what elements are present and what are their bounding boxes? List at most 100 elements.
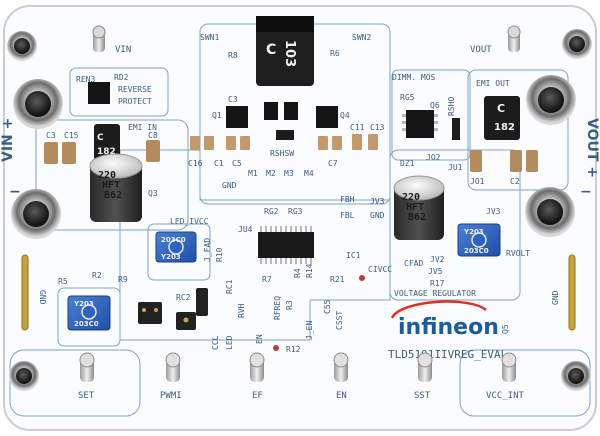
svg-text:Y203: Y203	[73, 300, 94, 308]
silk-rvh: RVH	[237, 303, 246, 318]
outline-reverse	[69, 67, 169, 117]
pin-pwmi[interactable]	[165, 352, 181, 382]
outline-center	[119, 149, 391, 341]
jumper-2[interactable]	[176, 312, 196, 330]
silk-dz1: DZ1	[400, 159, 415, 168]
reverse-mosfet	[88, 82, 110, 104]
silk-gnd-mid: GND	[222, 181, 237, 190]
silk-m3: M3	[284, 169, 294, 178]
pin-en[interactable]	[333, 352, 349, 382]
rail-right	[568, 254, 576, 331]
svg-text:B62: B62	[408, 212, 426, 223]
silk-fbh: FBH	[340, 195, 355, 204]
silk-r7: R7	[262, 275, 272, 284]
silk-rshsw: RSHSW	[270, 149, 294, 158]
emi-in-label: EMI IN	[128, 123, 157, 132]
pin-vout-label: VOUT	[470, 45, 492, 55]
pin-sst[interactable]	[417, 352, 433, 382]
outline-emi-out	[467, 69, 569, 191]
silk-j-d: RC2	[176, 293, 191, 302]
silk-r3: R3	[285, 300, 294, 310]
silk-c11: C11	[350, 123, 365, 132]
silk-rg5: RG5	[400, 93, 415, 102]
silk-c8: Q3	[148, 189, 158, 198]
terminal-vin-plus[interactable]	[13, 79, 63, 129]
pin-vcc-int[interactable]	[501, 352, 517, 382]
pin-en-label: EN	[336, 391, 347, 401]
rsho-resistor	[452, 118, 460, 140]
emi-in-inductor: C 182	[94, 124, 120, 160]
rail-left	[21, 254, 29, 331]
pin-vin[interactable]	[92, 25, 106, 52]
pin-ef-label: EF	[252, 391, 263, 401]
silk-rg2: RG2	[264, 207, 279, 216]
silk-ju1: JU1	[448, 163, 463, 172]
pin-set[interactable]	[79, 352, 95, 382]
pin-vout[interactable]	[507, 25, 521, 52]
silk-r21: CIVCC	[368, 265, 392, 274]
svg-text:HFT: HFT	[102, 180, 120, 191]
silk-fbl: FBL	[340, 211, 355, 220]
silk-jv2: CFAD	[404, 259, 423, 268]
silk-r5: R5	[58, 277, 68, 286]
trimpot-set[interactable]: Y203 203C0	[67, 295, 111, 331]
silk-m1: M1	[248, 169, 258, 178]
silk-m4: M4	[304, 169, 314, 178]
svg-text:203C0: 203C0	[464, 247, 489, 255]
silk-rfreq: RFREQ	[273, 296, 282, 320]
silk-rg3: RG3	[288, 207, 303, 216]
silk-q6: Q6	[430, 101, 440, 110]
q4-mosfet	[316, 106, 338, 128]
jumper-1[interactable]	[138, 302, 162, 324]
silk-rsho: RSHO	[447, 97, 456, 116]
silk-led: EN	[255, 334, 264, 344]
q1-mosfet	[226, 106, 248, 128]
dimm-mosfet	[402, 110, 438, 138]
outline-vreg	[389, 149, 521, 301]
cap-right: 220 HFT B62	[393, 175, 445, 240]
svg-text:infineon: infineon	[398, 315, 499, 340]
mount-hole-top-left	[7, 31, 37, 61]
trimpot-vreg[interactable]: Y203 203C0	[457, 223, 501, 257]
silk-r8: R8	[228, 51, 238, 60]
svg-text:C: C	[497, 102, 505, 115]
mount-hole-top-right	[562, 29, 592, 59]
pin-ef[interactable]	[249, 352, 265, 382]
silk-gnd-fb: GND	[370, 211, 385, 220]
jumper-3[interactable]	[196, 288, 208, 316]
outline-trim-mid	[147, 223, 211, 281]
terminal-vin-minus[interactable]	[11, 189, 61, 239]
silk-c7: C7	[328, 159, 338, 168]
silk-j-en: J_EN	[305, 321, 314, 340]
infineon-logo: infineon	[390, 300, 499, 340]
voltage-regulator-label: VOLTAGE REGULATOR	[394, 289, 476, 298]
gnd-left: GND	[38, 290, 47, 305]
silk-c16: C16	[188, 159, 203, 168]
main-inductor: C 103	[256, 16, 314, 86]
outline-bottom-right	[459, 349, 591, 417]
terminal-vout-minus[interactable]	[525, 187, 575, 237]
silk-c21: C8	[148, 131, 158, 140]
label-vout-minus: −	[580, 184, 592, 200]
silk-rc2: CCL	[211, 335, 220, 350]
silk-r4: R4	[293, 268, 302, 278]
svg-text:220: 220	[98, 170, 116, 181]
silk-r10: J_FAD	[203, 238, 212, 262]
mount-hole-bottom-right	[561, 361, 591, 391]
svg-text:103: 103	[282, 40, 297, 67]
trimpot-fad[interactable]: 203C0 Y203	[155, 231, 197, 263]
silk-j-fad: LED_IVCC	[170, 217, 209, 226]
silk-r6: R6	[330, 49, 340, 58]
silk-c46: C2	[510, 177, 520, 186]
pin-pwmi-label: PWMI	[160, 391, 182, 401]
led-red	[273, 345, 279, 351]
silk-jv3: JV3	[370, 197, 385, 206]
dimm-mos-label: DIMM. MOS	[392, 73, 436, 82]
outline-trim-left	[57, 287, 121, 347]
reverse-protect-line1: REVERSE	[118, 85, 152, 94]
label-vin-minus: −	[9, 184, 21, 200]
terminal-vout-plus[interactable]	[526, 75, 576, 125]
silk-c13: C13	[370, 123, 385, 132]
silk-c4: JV5	[428, 267, 443, 276]
mount-hole-bottom-left	[9, 361, 39, 391]
